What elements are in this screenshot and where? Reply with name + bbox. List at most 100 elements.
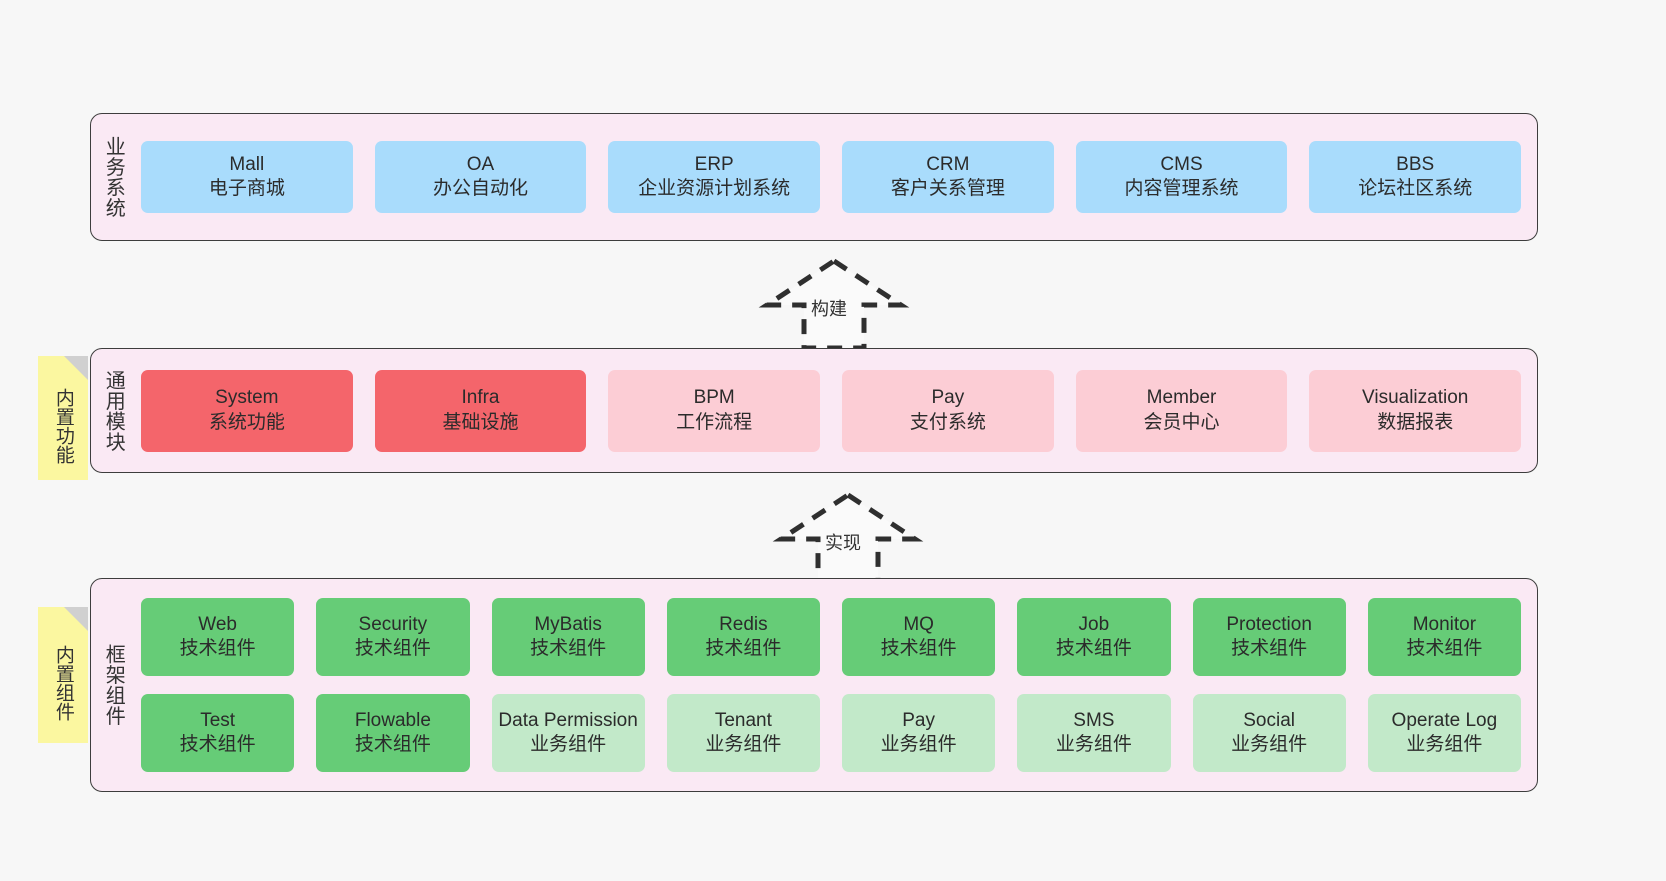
card-title-cn: 支付系统 [909,411,986,433]
connector-build: 构建 [758,258,910,351]
connector-label-build: 构建 [811,299,847,319]
card-web[interactable]: Web 技术组件 [141,598,295,676]
layer-body-framework-component: Web 技术组件 Security 技术组件 MyBatis 技术组件 Redi… [135,579,1537,791]
card-mybatis[interactable]: MyBatis 技术组件 [491,598,645,676]
card-title-en: Tenant [714,709,772,731]
card-title-cn: 技术组件 [705,638,782,659]
card-mq[interactable]: MQ 技术组件 [842,598,996,676]
card-title-en: Security [358,613,428,635]
card-title-cn: 客户关系管理 [890,178,1005,199]
arrow-up-hollow-icon [772,492,924,585]
card-title-en: Visualization [1362,387,1469,409]
card-title-en: MQ [903,613,934,635]
arrow-up-hollow-icon [758,258,910,351]
layer-title-framework-component: 框架组件 [102,644,125,726]
card-title-cn: 基础设施 [442,411,519,433]
card-pay[interactable]: Pay 支付系统 [842,369,1054,452]
folded-corner-icon [64,607,88,631]
card-bpm[interactable]: BPM 工作流程 [608,369,821,452]
card-title-cn: 业务组件 [1406,734,1483,755]
layer-common-module: 通用模块 System 系统功能 Infra 基础设施 BPM 工作流程 Pay… [90,348,1538,473]
card-title-cn: 技术组件 [1055,638,1132,659]
card-title-en: Redis [719,613,768,635]
sticky-note-builtin-features: 内置功能 [38,356,88,480]
card-title-en: Monitor [1412,613,1477,635]
sticky-note-label: 内置组件 [52,645,74,721]
card-title-cn: 企业资源计划系统 [638,178,791,199]
card-title-en: CRM [926,153,970,175]
card-title-en: BBS [1396,153,1435,175]
connector-implement: 实现 [772,492,924,585]
card-title-en: Pay [931,387,965,409]
card-title-en: Test [200,709,236,731]
card-title-en: Infra [461,387,500,409]
layer-title-business-system: 业务系统 [102,136,125,218]
card-cms[interactable]: CMS 内容管理系统 [1075,141,1288,213]
card-title-cn: 论坛社区系统 [1358,178,1473,199]
card-member[interactable]: Member 会员中心 [1075,369,1288,452]
card-test[interactable]: Test 技术组件 [141,694,295,772]
card-title-en: System [215,387,279,409]
card-title-cn: 技术组件 [354,638,431,659]
card-row: Web 技术组件 Security 技术组件 MyBatis 技术组件 Redi… [141,598,1521,676]
card-title-cn: 会员中心 [1143,411,1220,433]
card-title-en: SMS [1073,709,1115,731]
card-title-cn: 内容管理系统 [1124,178,1239,199]
card-data-permission[interactable]: Data Permission 业务组件 [491,694,645,772]
card-title-en: ERP [694,153,734,175]
card-system[interactable]: System 系统功能 [141,369,353,452]
card-job[interactable]: Job 技术组件 [1017,598,1171,676]
layer-title-common-module: 通用模块 [102,369,125,452]
card-title-en: Member [1146,387,1217,409]
card-title-en: Operate Log [1391,709,1498,731]
card-title-en: Pay [902,709,935,731]
card-title-cn: 业务组件 [880,734,957,755]
card-security[interactable]: Security 技术组件 [316,598,470,676]
card-row: Test 技术组件 Flowable 技术组件 Data Permission … [141,694,1521,772]
card-sms[interactable]: SMS 业务组件 [1017,694,1171,772]
card-social[interactable]: Social 业务组件 [1192,694,1346,772]
card-title-cn: 业务组件 [530,734,607,755]
card-title-cn: 技术组件 [1406,638,1483,659]
card-title-en: Job [1078,613,1110,635]
card-title-en: Social [1243,709,1295,731]
card-title-cn: 电子商城 [208,178,285,199]
layer-body-business-system: Mall 电子商城 OA 办公自动化 ERP 企业资源计划系统 CRM 客户关系… [135,114,1537,240]
layer-business-system: 业务系统 Mall 电子商城 OA 办公自动化 ERP 企业资源计划系统 CRM… [90,113,1538,241]
card-title-cn: 系统功能 [208,411,285,433]
card-bbs[interactable]: BBS 论坛社区系统 [1309,141,1522,213]
card-monitor[interactable]: Monitor 技术组件 [1367,598,1521,676]
card-protection[interactable]: Protection 技术组件 [1192,598,1346,676]
sticky-note-builtin-components: 内置组件 [38,607,88,743]
card-redis[interactable]: Redis 技术组件 [666,598,820,676]
card-title-cn: 业务组件 [705,734,782,755]
card-title-en: Flowable [354,709,431,731]
card-crm[interactable]: CRM 客户关系管理 [842,141,1054,213]
layer-framework-component: 框架组件 Web 技术组件 Security 技术组件 MyBatis 技术组件… [90,578,1538,792]
card-pay-business[interactable]: Pay 业务组件 [842,694,996,772]
card-operate-log[interactable]: Operate Log 业务组件 [1367,694,1521,772]
card-title-en: Web [198,613,237,635]
card-infra[interactable]: Infra 基础设施 [374,369,587,452]
card-title-cn: 业务组件 [1231,734,1308,755]
card-title-en: CMS [1160,153,1203,175]
card-title-en: BPM [693,387,735,409]
card-title-cn: 技术组件 [530,638,607,659]
card-title-cn: 业务组件 [1055,734,1132,755]
card-title-cn: 技术组件 [1231,638,1308,659]
card-row: Mall 电子商城 OA 办公自动化 ERP 企业资源计划系统 CRM 客户关系… [141,141,1522,213]
sticky-note-label: 内置功能 [52,388,74,464]
card-mall[interactable]: Mall 电子商城 [141,141,353,213]
card-visualization[interactable]: Visualization 数据报表 [1309,369,1522,452]
card-title-en: Protection [1226,613,1312,635]
card-title-en: MyBatis [534,613,602,635]
card-title-en: OA [466,153,495,175]
card-erp[interactable]: ERP 企业资源计划系统 [608,141,821,213]
card-flowable[interactable]: Flowable 技术组件 [316,694,470,772]
card-title-cn: 技术组件 [179,638,256,659]
card-title-cn: 数据报表 [1377,411,1454,433]
card-oa[interactable]: OA 办公自动化 [374,141,587,213]
card-title-cn: 技术组件 [179,734,256,755]
card-tenant[interactable]: Tenant 业务组件 [666,694,820,772]
